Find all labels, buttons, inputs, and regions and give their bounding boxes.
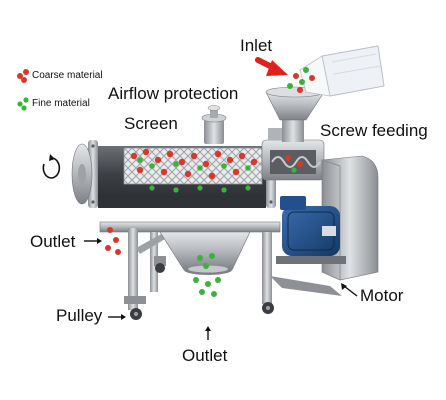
screw-feeding-label: Screw feeding	[320, 121, 428, 140]
fine-particles-on-screen	[137, 157, 297, 193]
inlet-funnel	[265, 86, 325, 142]
outlet-bottom-label: Outlet	[182, 346, 228, 365]
motor-arrow	[343, 285, 358, 297]
outlet-side-label: Outlet	[30, 232, 76, 251]
legend-fine-label: Fine material	[32, 98, 90, 109]
airflow-protection-valve	[201, 105, 227, 144]
bottom-hopper	[159, 231, 251, 275]
inlet-falling-particles	[287, 67, 315, 93]
motor	[270, 196, 346, 296]
screw-feeder	[261, 139, 325, 181]
caster-wheels	[130, 263, 274, 320]
legend-fine-swatch	[17, 97, 29, 111]
feed-bag	[299, 45, 385, 97]
red-arrow-icon	[255, 57, 288, 76]
outlet-bottom-arrowhead	[205, 326, 211, 331]
pulley-arrowhead	[121, 314, 126, 320]
legend-coarse-swatch	[17, 69, 29, 83]
coarse-particles-on-screen	[130, 148, 303, 180]
side-outlet-coarse-particles	[105, 227, 121, 255]
rotation-arrow-icon	[42, 154, 61, 179]
motor-arrowhead	[341, 283, 347, 290]
bottom-outlet-fine-particles	[193, 253, 221, 297]
machine-frame	[99, 221, 281, 310]
airflow-protection-label: Airflow protection	[108, 84, 239, 103]
legend-coarse-label: Coarse material	[32, 70, 103, 81]
inlet-label: Inlet	[240, 36, 273, 55]
screen-label: Screen	[124, 114, 178, 133]
outlet-side-arrowhead	[97, 238, 102, 244]
pulley-label: Pulley	[56, 306, 103, 325]
motor-label: Motor	[360, 286, 404, 305]
